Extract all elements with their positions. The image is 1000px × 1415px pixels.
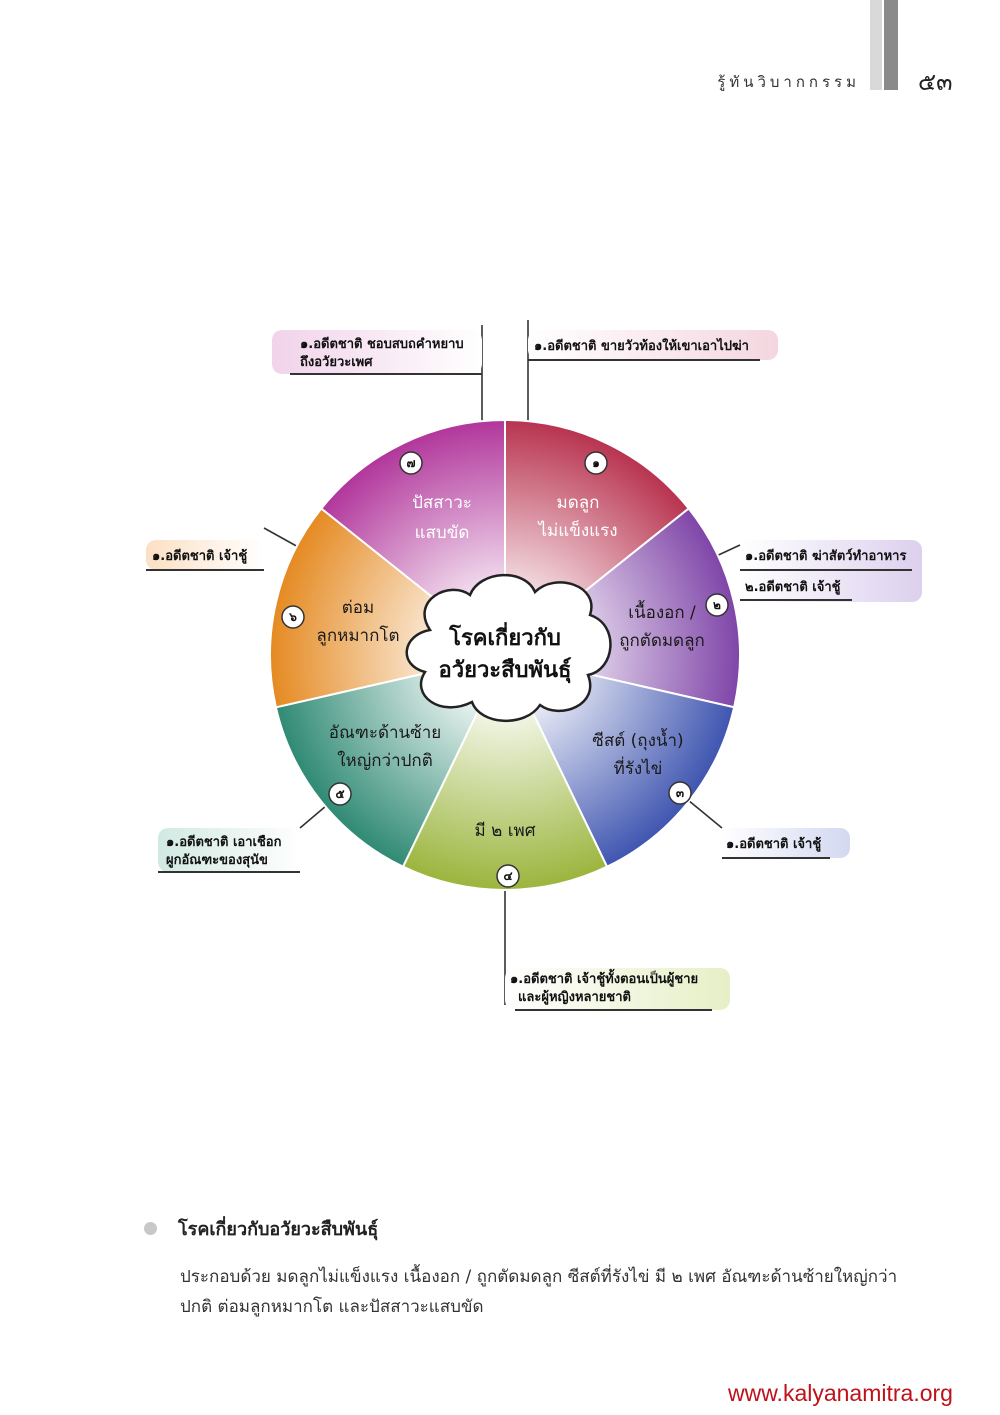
book-title: รู้ทันวิบากกรรม xyxy=(717,73,860,91)
section-body: ประกอบด้วย มดลูกไม่แข็งแรง เนื้องอก / ถู… xyxy=(180,1267,898,1317)
segment-6-label-line-1: ต่อม xyxy=(342,598,374,618)
badge-4-number: ๔ xyxy=(503,869,512,883)
badge-7-circle xyxy=(399,451,423,475)
center-label-line-2: อวัยวะสืบพันธุ์ xyxy=(439,657,572,684)
badge-7-number: ๗ xyxy=(406,456,415,470)
header-decor-bar-dark xyxy=(884,0,898,90)
badge-3-circle xyxy=(668,781,692,805)
segment-6-label-line-2: ลูกหมากโต xyxy=(316,625,399,646)
note-7-line-1: ๑.อดีตชาติ ชอบสบถคำหยาบ xyxy=(300,336,464,352)
note-7-box xyxy=(272,330,482,374)
segment-3-label-line-1: ซีสต์ (ถุงน้ำ) xyxy=(592,728,683,751)
segment-1-label-line-2: ไม่แข็งแรง xyxy=(536,519,617,541)
footer-url[interactable]: www.kalyanamitra.org xyxy=(728,1380,953,1406)
note-1-line-1: ๑.อดีตชาติ ขายวัวท้องให้เขาเอาไปฆ่า xyxy=(534,337,749,354)
note-4-line-1: ๑.อดีตชาติ เจ้าชู้ทั้งตอนเป็นผู้ชาย xyxy=(510,968,698,987)
note-4-line-2: และผู้หญิงหลายชาติ xyxy=(518,989,631,1005)
segment-1-label-line-1: มดลูก xyxy=(557,493,600,513)
badge-2-circle xyxy=(705,593,729,617)
note-5-line-1: ๑.อดีตชาติ เอาเชือก xyxy=(166,834,282,850)
center-cloud xyxy=(405,573,612,722)
note-3-box xyxy=(722,828,850,858)
note-4-box xyxy=(505,968,730,1010)
segment-7-label-line-1: ปัสสาวะ xyxy=(412,493,472,513)
page-number: ๕๓ xyxy=(918,68,953,96)
center-label-line-1: โรคเกี่ยวกับ xyxy=(448,621,561,651)
note-2-line-1: ๑.อดีตชาติ ฆ่าสัตว์ทำอาหาร xyxy=(745,548,906,564)
note-5-box xyxy=(158,828,300,872)
segment-2-label-line-1: เนื้องอก / xyxy=(628,600,696,623)
badge-1-number: ๑ xyxy=(592,456,600,470)
note-5-line-2: ผูกอัณฑะของสุนัข xyxy=(166,853,268,868)
note-7-line-2: ถึงอวัยวะเพศ xyxy=(300,354,373,370)
reproductive-disease-wheel-diagram: โรคเกี่ยวกับ อวัยวะสืบพันธุ์ มดลูก ไม่แข… xyxy=(146,320,922,1011)
note-2-line-2: ๒.อดีตชาติ เจ้าชู้ xyxy=(745,579,841,595)
badge-6-circle xyxy=(281,605,305,629)
badge-3-number: ๓ xyxy=(676,786,684,800)
note-6-line-1: ๑.อดีตชาติ เจ้าชู้ xyxy=(152,548,247,564)
badge-1-circle xyxy=(584,451,608,475)
note-3-line-1: ๑.อดีตชาติ เจ้าชู้ xyxy=(726,836,821,852)
connector-line-6 xyxy=(263,527,301,549)
note-1-box xyxy=(528,330,778,360)
connector-line-3 xyxy=(687,799,723,829)
header-decor-bar-light xyxy=(870,0,882,90)
segment-5-label-line-1: อัณฑะด้านซ้าย xyxy=(329,723,441,743)
section-title: โรคเกี่ยวกับอวัยวะสืบพันธุ์ xyxy=(178,1219,379,1240)
badge-6-number: ๖ xyxy=(288,610,297,624)
segment-5-label-line-2: ใหญ่กว่าปกติ xyxy=(337,750,433,771)
segment-4-two-sexes xyxy=(401,652,609,891)
badge-4-circle xyxy=(496,864,520,888)
segment-7-label-line-2: แสบขัด xyxy=(415,523,470,543)
segment-4-label-line-1: มี ๒ เพศ xyxy=(474,821,535,841)
section-bullet xyxy=(144,1222,157,1235)
badge-5-number: ๕ xyxy=(335,787,344,801)
badge-5-circle xyxy=(328,782,352,806)
segment-2-label-line-2: ถูกตัดมดลูก xyxy=(619,631,705,651)
badge-2-number: ๒ xyxy=(713,598,721,612)
note-6-box xyxy=(146,540,264,570)
segment-3-label-line-2: ที่รังไข่ xyxy=(614,756,663,779)
